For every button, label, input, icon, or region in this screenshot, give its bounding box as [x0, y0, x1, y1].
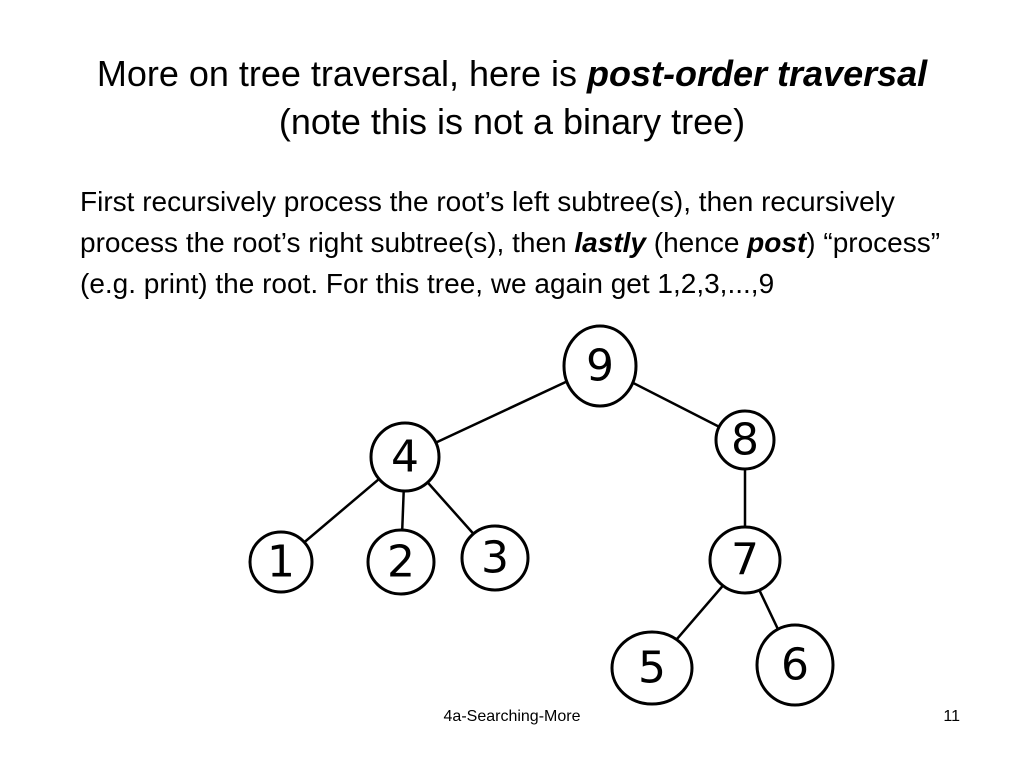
slide-title: More on tree traversal, here is post-ord… — [60, 50, 964, 146]
tree-node-1: 1 — [248, 530, 314, 594]
tree-node-5: 5 — [610, 630, 694, 706]
node-label-6: 6 — [781, 640, 809, 691]
node-label-5: 5 — [638, 643, 666, 694]
edge-4-2 — [399, 456, 407, 563]
tree-node-8: 8 — [714, 409, 776, 471]
node-circle-7 — [708, 525, 782, 595]
node-label-4: 4 — [391, 432, 419, 483]
tree-node-2: 2 — [366, 528, 436, 596]
title-emphasis: post-order traversal — [587, 53, 928, 94]
node-circle-1 — [248, 530, 314, 594]
node-circle-4 — [369, 421, 441, 493]
edge-9-8 — [599, 364, 746, 442]
slide-number: 11 — [943, 708, 960, 725]
node-label-1: 1 — [267, 537, 295, 588]
node-circle-5 — [610, 630, 694, 706]
node-circle-3 — [460, 524, 530, 592]
node-circle-9 — [562, 324, 638, 408]
body-emphasis-lastly: lastly — [574, 227, 646, 258]
node-circle-2 — [366, 528, 436, 596]
node-label-9: 9 — [586, 341, 614, 392]
title-text-start: More on tree traversal, here is — [96, 53, 588, 94]
node-label-7: 7 — [731, 535, 759, 586]
body-emphasis-post: post — [747, 227, 807, 258]
footer-label: 4a-Searching-More — [443, 708, 581, 725]
tree-node-7: 7 — [708, 525, 782, 595]
node-label-2: 2 — [387, 537, 415, 588]
tree-node-6: 6 — [755, 623, 835, 707]
body-paragraph: First recursively process the root’s lef… — [80, 181, 960, 304]
tree-node-4: 4 — [369, 421, 441, 493]
node-circle-6 — [755, 623, 835, 707]
tree-node-3: 3 — [460, 524, 530, 592]
title-text-end: (note this is not a binary tree) — [278, 101, 746, 142]
body-text-1: First recursively process the root’s lef… — [80, 186, 895, 258]
node-label-8: 8 — [731, 415, 759, 466]
edge-7-5 — [651, 559, 746, 669]
node-label-3: 3 — [481, 533, 509, 584]
edge-9-4 — [404, 364, 601, 459]
tree-node-9: 9 — [562, 324, 638, 408]
edge-7-6 — [743, 559, 797, 666]
edge-4-3 — [404, 456, 496, 559]
body-text-2: (hence — [646, 227, 748, 258]
body-text-3: ) “process” (e.g. print) the root. For t… — [80, 227, 941, 299]
node-circle-8 — [714, 409, 776, 471]
tree-edges — [280, 364, 797, 669]
edge-4-1 — [280, 456, 406, 563]
